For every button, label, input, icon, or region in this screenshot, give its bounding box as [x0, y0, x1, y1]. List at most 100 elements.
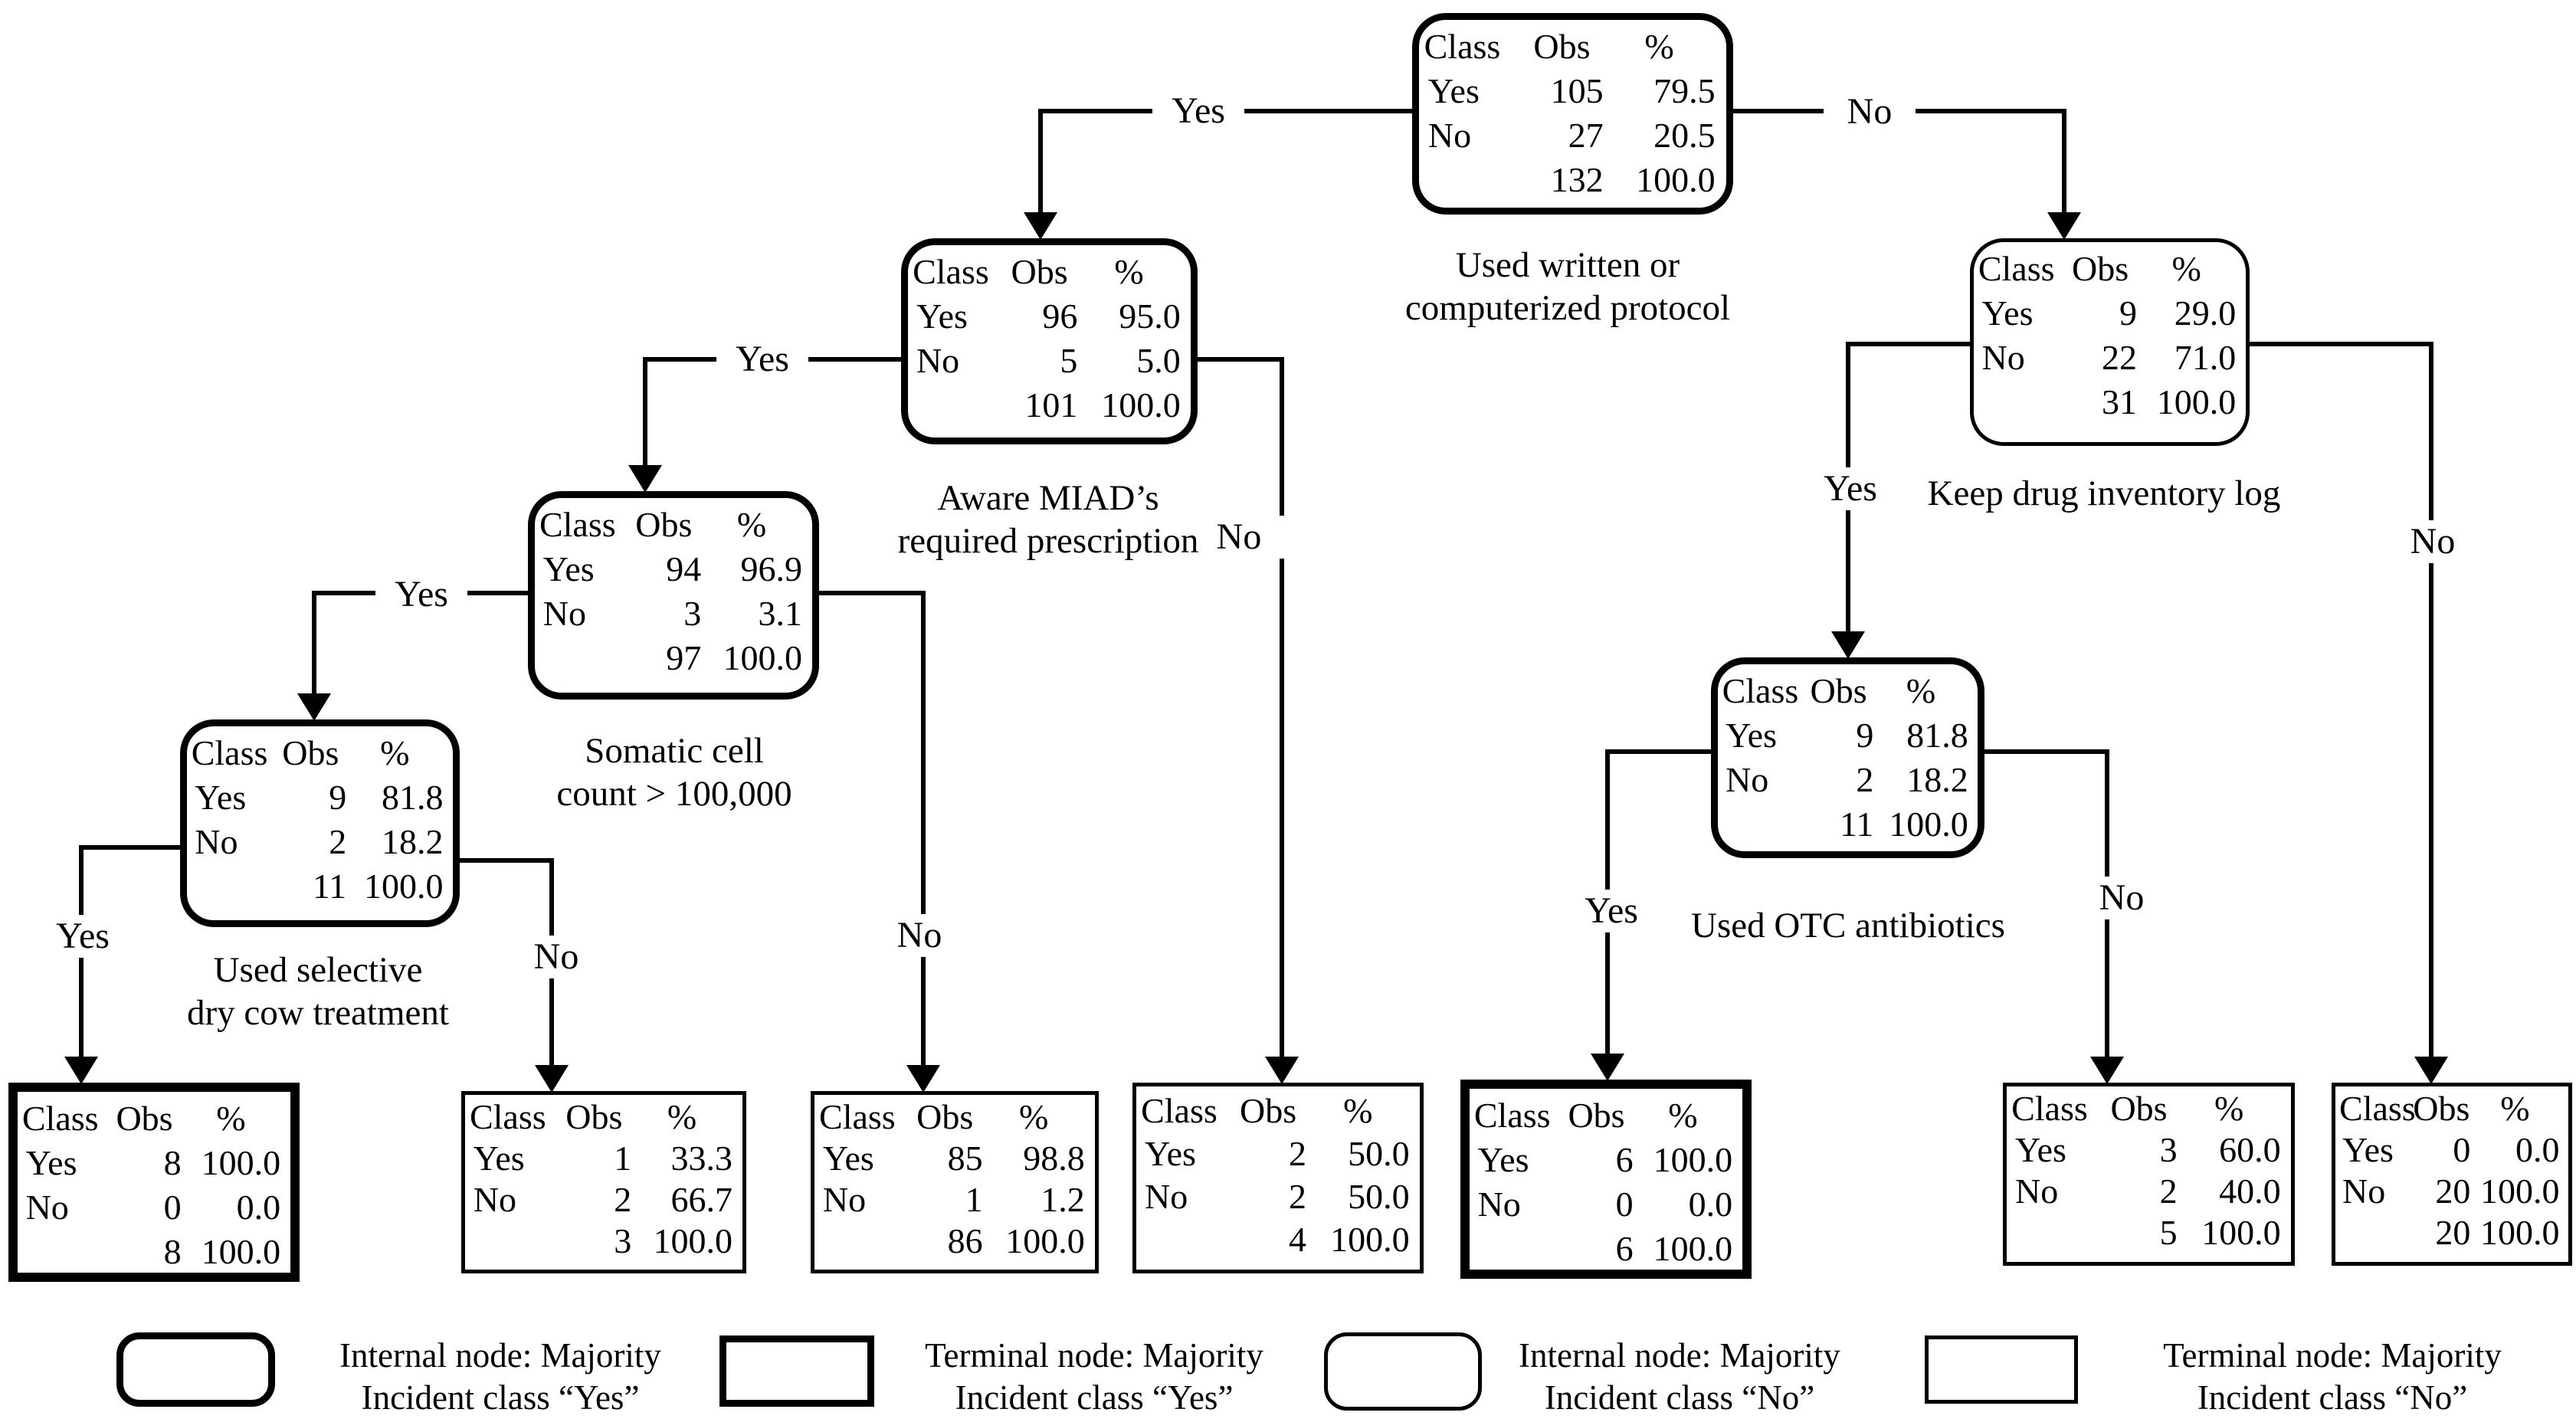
row-no-obs: 1 — [965, 1180, 983, 1219]
header-obs: Obs — [282, 733, 339, 772]
caption-line: Keep drug inventory log — [1927, 474, 2281, 513]
row-total-obs: 31 — [2101, 382, 2137, 421]
row-total-obs: 8 — [163, 1232, 182, 1271]
header-obs: Obs — [1533, 27, 1591, 66]
caption-line: Somatic cell — [585, 731, 764, 771]
header-pct: % — [667, 1097, 697, 1136]
legend-line: Internal node: Majority — [1519, 1336, 1840, 1375]
row-no-pct: 40.0 — [2219, 1172, 2281, 1211]
arrow-into-leaf2-icon — [535, 1065, 569, 1093]
header-pct: % — [1343, 1091, 1373, 1130]
caption-line: dry cow treatment — [187, 993, 449, 1033]
arrow-into-otc-icon — [1831, 631, 1865, 659]
row-total-spacer — [2007, 1212, 2100, 1254]
row-yes-pct: 60.0 — [2219, 1130, 2281, 1169]
arrow-into-leaf7-icon — [2414, 1057, 2448, 1084]
connector-aware-no-h — [1198, 357, 1284, 362]
row-total-pct: 100.0 — [1101, 385, 1181, 424]
arrow-into-drycow-icon — [297, 693, 331, 721]
caption-line: required prescription — [897, 521, 1199, 561]
row-no-obs: 22 — [2101, 338, 2137, 377]
row-total-spacer — [814, 1221, 907, 1262]
row-no-label: No — [1427, 116, 1472, 155]
row-no-pct: 100.0 — [2480, 1172, 2560, 1211]
branch-label-aware-no: No — [1193, 516, 1285, 559]
header-class: Class — [1473, 1096, 1551, 1135]
header-obs: Obs — [1011, 252, 1068, 291]
legend-line: Terminal node: Majority — [925, 1336, 1263, 1375]
row-total-pct: 100.0 — [2480, 1213, 2560, 1252]
row-no-pct: 0.0 — [1688, 1185, 1733, 1224]
header-pct: % — [1114, 252, 1144, 291]
row-no-label: No — [916, 341, 960, 380]
row-yes-obs: 9 — [1856, 716, 1874, 755]
header-class: Class — [21, 1099, 99, 1138]
legend-line: Incident class “Yes” — [955, 1378, 1234, 1417]
row-yes-obs: 96 — [1042, 297, 1078, 336]
row-no-pct: 1.2 — [1041, 1180, 1085, 1219]
row-total-spacer — [535, 636, 626, 680]
row-no-pct: 0.0 — [236, 1188, 281, 1227]
connector-drycow-yes-h — [81, 845, 180, 850]
header-pct: % — [380, 733, 410, 772]
legend-swatch-internal-yes — [116, 1332, 275, 1407]
branch-label-druglog-no: No — [2387, 520, 2479, 563]
connector-somatic-no-h — [819, 591, 926, 595]
row-no-label: No — [542, 594, 586, 633]
header-pct: % — [1019, 1097, 1049, 1136]
row-total-obs: 20 — [2435, 1213, 2471, 1252]
row-no-pct: 50.0 — [1348, 1177, 1410, 1216]
row-yes-obs: 105 — [1550, 71, 1604, 110]
row-no-obs: 2 — [2159, 1172, 2178, 1211]
row-no-pct: 18.2 — [1906, 760, 1968, 799]
row-total-obs: 97 — [666, 638, 702, 677]
header-class: Class — [1978, 249, 2055, 288]
row-no-pct: 5.0 — [1136, 341, 1181, 380]
header-obs: Obs — [2072, 249, 2129, 288]
arrow-into-leaf4-icon — [1265, 1057, 1299, 1084]
row-no-pct: 3.1 — [758, 594, 802, 633]
caption-root: Used written or computerized protocol — [1376, 244, 1759, 329]
row-yes-obs: 0 — [2453, 1130, 2471, 1169]
row-yes-obs: 8 — [163, 1143, 182, 1182]
arrow-into-leaf5-icon — [1591, 1054, 1624, 1081]
row-total-pct: 100.0 — [1653, 1229, 1733, 1268]
branch-label-aware-yes: Yes — [716, 338, 808, 381]
row-total-obs: 101 — [1024, 385, 1078, 424]
row-no-pct: 71.0 — [2174, 338, 2237, 377]
row-total-spacer — [1470, 1227, 1559, 1270]
row-no-obs: 0 — [1615, 1185, 1634, 1224]
row-yes-pct: 33.3 — [670, 1139, 732, 1178]
row-total-spacer — [1419, 158, 1520, 202]
header-class: Class — [539, 505, 616, 544]
row-total-spacer — [465, 1221, 556, 1262]
row-total-obs: 5 — [2159, 1213, 2178, 1252]
row-yes-pct: 50.0 — [1348, 1134, 1410, 1173]
caption-drug-log: Keep drug inventory log — [1912, 472, 2296, 515]
row-no-label: No — [1726, 760, 1769, 799]
legend-swatch-internal-no — [1324, 1332, 1482, 1411]
connector-druglog-yes-h — [1848, 342, 1970, 346]
row-no-pct: 20.5 — [1653, 116, 1716, 155]
row-yes-pct: 81.8 — [1906, 716, 1968, 755]
header-pct: % — [2500, 1089, 2530, 1128]
header-class: Class — [191, 733, 268, 772]
caption-dry-cow: Used selective dry cow treatment — [126, 949, 510, 1034]
connector-root-yes-v — [1038, 109, 1043, 216]
connector-druglog-no-v — [2429, 342, 2433, 1060]
row-yes-obs: 9 — [329, 778, 347, 817]
branch-label-otc-no: No — [2076, 877, 2168, 919]
connector-somatic-yes-v — [312, 591, 316, 696]
arrow-into-leaf1-icon — [64, 1057, 98, 1084]
